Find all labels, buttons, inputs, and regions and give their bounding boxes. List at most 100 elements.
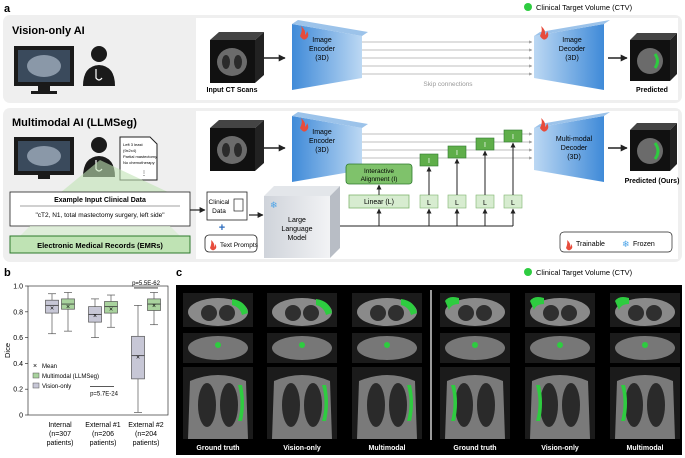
ct-lung (543, 305, 559, 321)
flame-icon (300, 118, 309, 132)
example-text: "cT2, N1, total mastectomy surgery, left… (35, 212, 165, 219)
legend-label: Multimodal (LLMSeg) (42, 374, 99, 380)
ct-lung (370, 305, 386, 321)
x-group-label: (n=204 (135, 431, 157, 438)
interactive-l2: Alignment (I) (361, 176, 398, 183)
ct-lung (285, 305, 301, 321)
l-label: L (427, 200, 431, 207)
doc-ellipsis: ⋮ (141, 171, 147, 177)
ct-lung (282, 383, 300, 427)
emr-box (9, 235, 191, 254)
box (147, 298, 161, 311)
ct-scan-cube (210, 32, 264, 83)
ct-captions: Ground truth Vision-only Multimodal Grou… (196, 445, 663, 452)
ct-image-grid (176, 285, 682, 455)
flame-icon (300, 26, 309, 40)
ct-lung (367, 383, 385, 427)
l-label: L (483, 200, 487, 207)
l-label: L (511, 200, 515, 207)
y-tick-label: 0.6 (13, 335, 23, 342)
ct-lung (388, 305, 404, 321)
y-tick-label: 0.8 (13, 309, 23, 316)
box (131, 335, 145, 380)
mean-marker: × (50, 305, 54, 312)
mean-marker: × (152, 303, 156, 310)
clinical-l1: Clinical (209, 199, 231, 206)
multimodal-title: Multimodal AI (LLMSeg) (12, 117, 137, 129)
monitor-icon (14, 46, 74, 94)
ct-lung (646, 305, 662, 321)
panel-label-c: c (176, 267, 182, 279)
x-group-label: (n=206 (92, 431, 114, 438)
ctv-contour (530, 297, 544, 310)
ctv-contour (621, 385, 627, 421)
i-block (475, 137, 495, 151)
x-group-label: patients) (47, 440, 74, 447)
linear-label: Linear (L) (364, 199, 394, 206)
skip-label: Skip connections (423, 81, 473, 88)
document-icon (233, 198, 244, 212)
ctv-contour (451, 385, 457, 421)
ctv-contour (472, 342, 478, 348)
l-label: L (455, 200, 459, 207)
ctv-contour (445, 297, 459, 310)
i-block (447, 145, 467, 159)
y-tick-label: 1.0 (13, 284, 23, 291)
plot-frame (27, 285, 169, 416)
y-tick-label: 0.4 (13, 361, 23, 368)
ct-lung (476, 305, 492, 321)
image-encoder-vision: Image Encoder (3D) (292, 20, 368, 90)
emr-wedge (20, 226, 180, 236)
flame-icon (210, 240, 217, 251)
ctv-legend-label-c: Clinical Target Volume (CTV) (536, 268, 633, 277)
encoder-l2: Encoder (309, 138, 336, 145)
snowflake-icon: ❄ (622, 239, 630, 249)
caption-vision-only: Vision-only (283, 445, 321, 452)
flame-icon (566, 240, 573, 251)
mm-decoder-l3: (3D) (567, 154, 581, 161)
clinical-note-document: Left 3 least (9x2x4) Partial mastectomy … (119, 136, 158, 181)
example-data-box (9, 191, 191, 227)
emr-label: Electronic Medical Records (EMRs) (37, 241, 163, 250)
x-group-label: (n=307 (49, 431, 71, 438)
caption-multimodal: Multimodal (627, 445, 664, 452)
pvalue-label: p=5.5E-62 (132, 281, 161, 287)
skip-connections (362, 132, 533, 160)
trainable-frozen-legend (559, 231, 673, 253)
ct-lung (562, 383, 580, 427)
legend-swatch (32, 372, 40, 379)
ct-lung (198, 383, 216, 427)
example-title: Example Input Clinical Data (54, 197, 146, 204)
interactive-l1: Interactive (364, 168, 394, 175)
input-ct-label: Input CT Scans (207, 87, 258, 94)
ct-lung (455, 383, 473, 427)
doc-line: Left 3 least (123, 142, 143, 147)
encoder-l3: (3D) (315, 147, 329, 154)
predicted-ours-cube (630, 123, 677, 171)
ctv-contour (615, 297, 629, 310)
ct-body (445, 298, 505, 326)
ct-lung (304, 383, 322, 427)
ctv-contour (384, 342, 390, 348)
ctv-contour (536, 385, 542, 421)
ct-lung (628, 305, 644, 321)
ctv-legend-dot (524, 3, 532, 11)
caption-multimodal: Multimodal (369, 445, 406, 452)
dice-box-chart: 00.20.40.60.81.0Dice××××××p=5.7E-24p=5.5… (3, 281, 169, 447)
box (45, 299, 59, 314)
image-encoder-multimodal: Image Encoder (3D) (292, 112, 368, 182)
vision-only-panel: Vision-only AI Input CT Scans (3, 15, 682, 103)
encoder-l1: Image (312, 37, 332, 44)
ctv-legend-label: Clinical Target Volume (CTV) (536, 3, 633, 12)
ct-lung (303, 305, 319, 321)
ct-lung (458, 305, 474, 321)
ct-lung (625, 383, 643, 427)
mean-marker: × (66, 304, 70, 311)
clinical-l2: Data (212, 208, 226, 215)
ct-body (188, 375, 248, 439)
doc-line: (9x2x4) (123, 148, 137, 153)
l-to-i-arrows (340, 142, 516, 227)
mean-marker: × (136, 354, 140, 361)
ct-body (272, 375, 332, 439)
i-blocks: I I I I (419, 129, 523, 167)
